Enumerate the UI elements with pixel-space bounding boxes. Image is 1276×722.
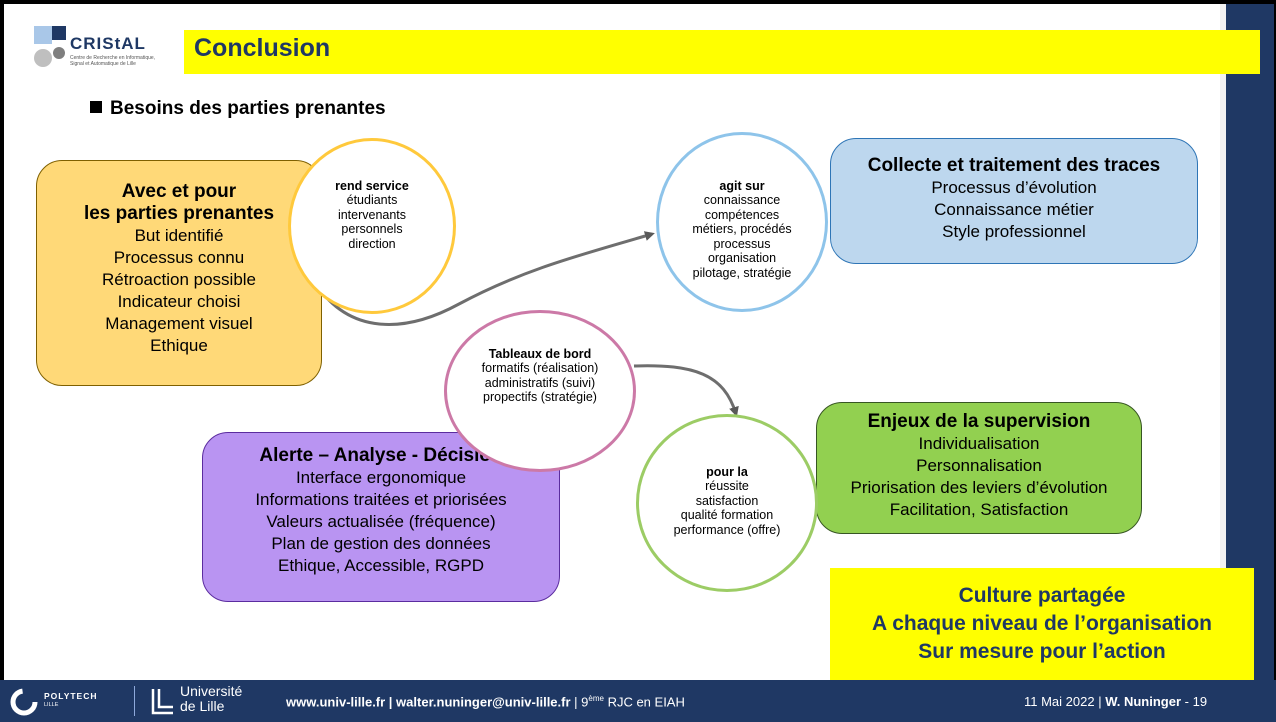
section-title-text: Besoins des parties prenantes xyxy=(110,98,386,119)
footer-author: W. Nuninger xyxy=(1105,694,1182,709)
universite-line2: de Lille xyxy=(180,698,225,714)
circle-item: compétences xyxy=(704,207,780,222)
circle-item: étudiants xyxy=(346,193,398,207)
circle-item: direction xyxy=(348,236,396,251)
arrow-to-pour-la xyxy=(633,364,739,417)
circle-item: intervenants xyxy=(337,207,407,222)
circle-item: processus xyxy=(713,236,771,251)
circle-item: performance (offre) xyxy=(673,522,781,537)
footer-rjc-sup: ème xyxy=(588,694,604,703)
list-item: Interface ergonomique xyxy=(295,468,467,487)
universite-lille-logo-icon xyxy=(151,689,173,715)
box-enjeux-supervision: Enjeux de la supervision Individualisati… xyxy=(816,402,1142,534)
list-item: Indicateur choisi xyxy=(117,292,241,311)
list-item: Ethique xyxy=(150,336,208,355)
logo-text: CRIStAL xyxy=(70,34,146,53)
footer-links: www.univ-lille.fr | walter.nuninger@univ… xyxy=(286,694,685,709)
title-bar: Conclusion xyxy=(184,30,1260,74)
circle-agit-sur: agit sur connaissance compétences métier… xyxy=(656,132,828,312)
box-heading: Collecte et traitement des traces xyxy=(867,155,1161,176)
list-item: Style professionnel xyxy=(942,222,1086,241)
list-item: Connaissance métier xyxy=(934,200,1094,219)
footer-date: 11 Mai 2022 xyxy=(1024,694,1095,709)
slide-frame: CRIStAL Centre de Recherche en Informati… xyxy=(2,2,1276,682)
universite-logo-text: Université de Lille xyxy=(180,684,242,714)
culture-line: Sur mesure pour l’action xyxy=(918,640,1166,663)
culture-line: Culture partagée xyxy=(958,584,1126,607)
circle-heading: rend service xyxy=(335,179,409,193)
polytech-logo-text: POLYTECH xyxy=(44,691,98,701)
list-item: Individualisation xyxy=(918,434,1040,453)
circle-pour-la: pour la réussite satisfaction qualité fo… xyxy=(636,414,818,592)
polytech-logo-subtext: LILLE xyxy=(44,702,59,708)
circle-item: administratifs (suivi) xyxy=(484,375,596,390)
list-item: But identifié xyxy=(134,226,224,245)
box-parties-prenantes: Avec et pour les parties prenantes But i… xyxy=(36,160,322,386)
page-number: - 19 xyxy=(1184,694,1208,709)
footer: POLYTECH LILLE Université de Lille www.u… xyxy=(0,680,1276,722)
side-bar xyxy=(1226,4,1274,680)
circle-item: propectifs (stratégie) xyxy=(483,390,597,404)
circle-rend-service: rend service étudiants intervenants pers… xyxy=(288,138,456,314)
polytech-logo-icon xyxy=(10,688,38,716)
universite-line1: Université xyxy=(180,683,243,699)
circle-item: organisation xyxy=(707,251,777,265)
circle-heading: pour la xyxy=(706,465,748,479)
circle-heading: agit sur xyxy=(719,179,765,193)
circle-item: pilotage, stratégie xyxy=(692,265,792,280)
list-item: Plan de gestion des données xyxy=(271,534,491,553)
circle-tableaux-de-bord: Tableaux de bord formatifs (réalisation)… xyxy=(444,310,636,472)
list-item: Informations traitées et priorisées xyxy=(255,490,507,509)
list-item: Facilitation, Satisfaction xyxy=(889,500,1069,519)
list-item: Management visuel xyxy=(105,314,253,333)
circle-item: satisfaction xyxy=(695,493,759,508)
circle-item: formatifs (réalisation) xyxy=(481,361,599,375)
box-alerte-analyse-decision: Alerte – Analyse - Décision Interface er… xyxy=(202,432,560,602)
footer-rjc-number: 9 xyxy=(581,694,589,710)
box-heading: Enjeux de la supervision xyxy=(867,411,1091,432)
footer-date-author: 11 Mai 2022 | W. Nuninger - 19 xyxy=(1024,694,1208,709)
box-collecte-traces: Collecte et traitement des traces Proces… xyxy=(830,138,1198,264)
list-item: Rétroaction possible xyxy=(101,270,257,289)
circle-item: personnels xyxy=(341,222,403,236)
list-item: Personnalisation xyxy=(916,456,1042,475)
list-item: Priorisation des leviers d’évolution xyxy=(850,478,1108,497)
circle-item: métiers, procédés xyxy=(692,222,792,236)
list-item: Processus connu xyxy=(113,248,245,267)
square-bullet-icon xyxy=(90,101,102,113)
circle-heading: Tableaux de bord xyxy=(488,347,592,361)
page-title: Conclusion xyxy=(194,34,331,62)
box-heading-line2: les parties prenantes xyxy=(83,203,275,224)
section-title: Besoins des parties prenantes xyxy=(90,98,386,120)
footer-links-text: www.univ-lille.fr | walter.nuninger@univ… xyxy=(286,694,571,710)
footer-rjc-name: RJC en EIAH xyxy=(603,694,685,710)
circle-item: réussite xyxy=(705,479,749,493)
side-stripe xyxy=(1220,4,1226,680)
culture-highlight-box: Culture partagée A chaque niveau de l’or… xyxy=(830,568,1254,680)
cristal-logo: CRIStAL Centre de Recherche en Informati… xyxy=(34,26,184,76)
box-heading: Alerte – Analyse - Décision xyxy=(259,445,503,466)
list-item: Valeurs actualisée (fréquence) xyxy=(266,512,496,531)
box-heading-line1: Avec et pour xyxy=(121,181,237,202)
circle-item: connaissance xyxy=(703,193,781,207)
footer-separator: | xyxy=(570,694,582,710)
list-item: Ethique, Accessible, RGPD xyxy=(278,556,484,575)
cristal-logo-icon xyxy=(34,26,66,67)
footer-divider xyxy=(134,686,135,716)
logo-subtitle: Centre de Recherche en Informatique, Sig… xyxy=(70,55,156,67)
list-item: Processus d’évolution xyxy=(931,178,1097,197)
culture-line: A chaque niveau de l’organisation xyxy=(872,612,1212,635)
circle-item: qualité formation xyxy=(680,508,774,522)
